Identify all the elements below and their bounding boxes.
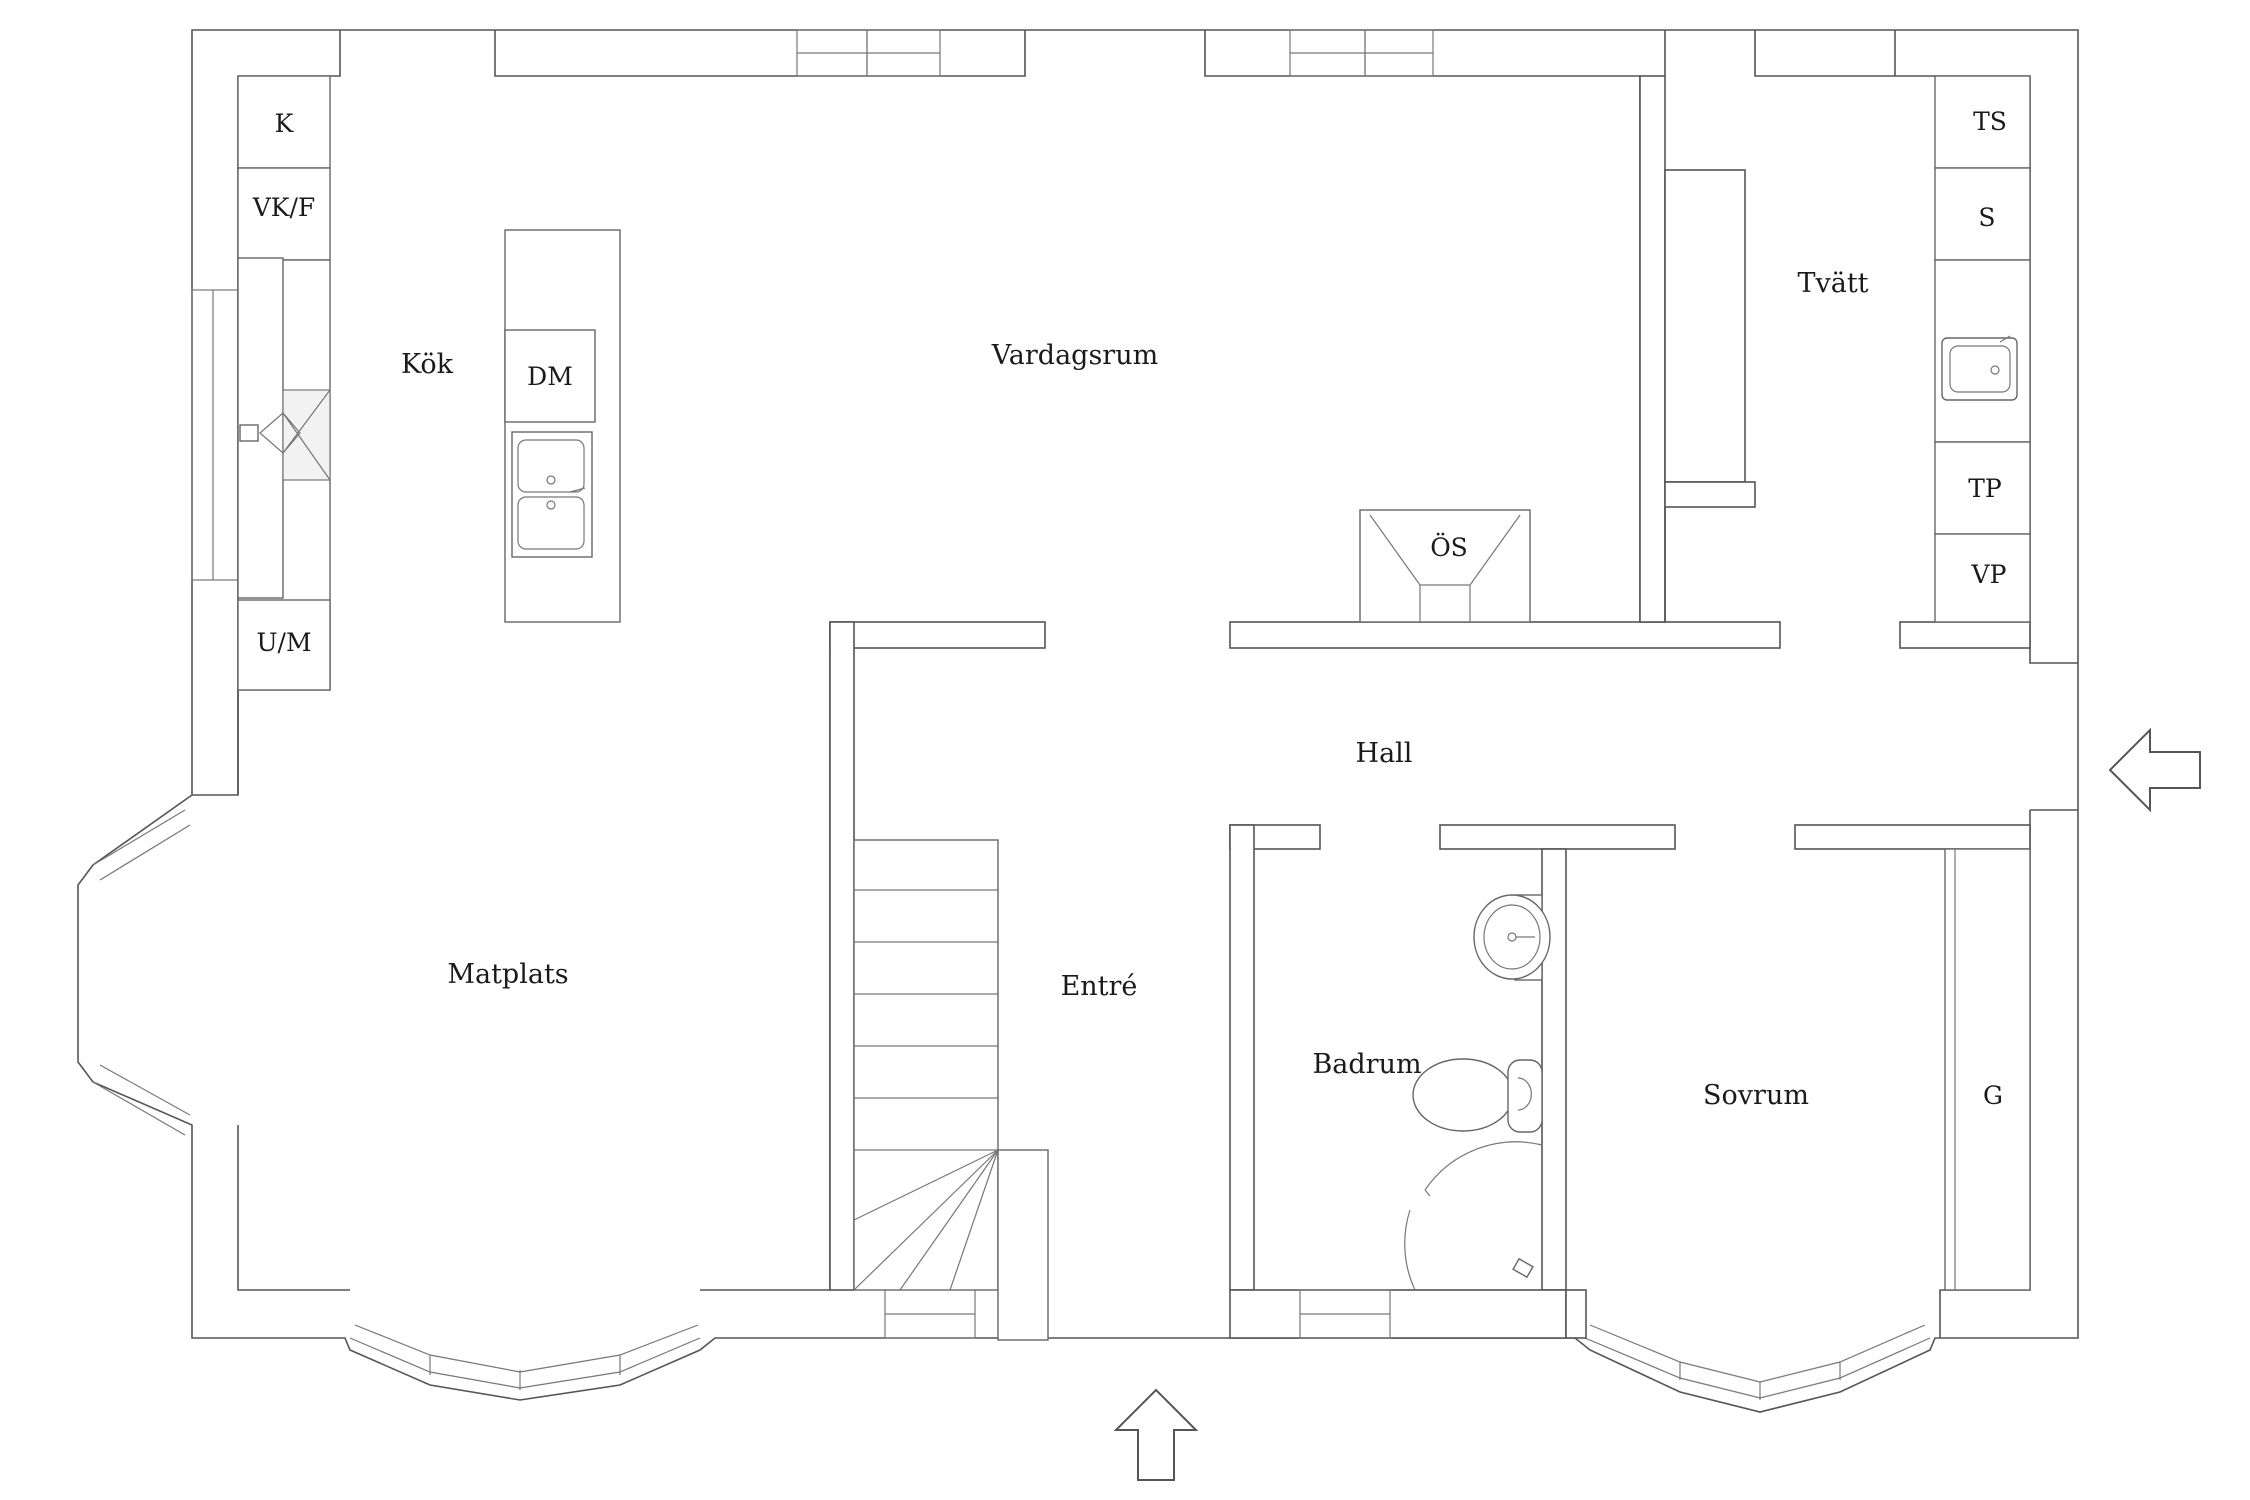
entry-arrow-bottom <box>1113 1388 1199 1481</box>
fixture-label-vkf: VK/F <box>252 193 316 222</box>
laundry-units <box>1934 75 2031 623</box>
room-label-tvatt: Tvätt <box>1797 268 1868 299</box>
counter-k <box>237 75 331 169</box>
washbasin <box>1473 894 1551 980</box>
staircase <box>853 839 1049 1341</box>
room-labels: Kök Vardagsrum Tvätt Hall Matplats Entré… <box>401 268 1869 1111</box>
outer-walls <box>77 29 2079 1413</box>
fixture-label-s: S <box>1978 203 1995 232</box>
fixture-label-ts: TS <box>1973 107 2007 136</box>
fireplace <box>1359 509 1531 623</box>
unit-s <box>1934 167 2031 261</box>
counter-vkf <box>237 167 331 261</box>
double-sink <box>511 431 593 558</box>
room-label-hall: Hall <box>1356 738 1413 769</box>
toilet-bowl <box>1412 1058 1514 1132</box>
dishwasher <box>504 329 596 423</box>
shower-head <box>1512 1257 1534 1279</box>
stove <box>282 389 331 481</box>
bathroom-fixtures <box>1404 894 1551 1291</box>
fixture-label-g: G <box>1983 1081 2003 1110</box>
room-label-vardagsrum: Vardagsrum <box>991 340 1158 371</box>
unit-vp <box>1934 533 2031 623</box>
room-label-entre: Entré <box>1061 971 1138 1002</box>
fixture-label-tp: TP <box>1968 474 2002 503</box>
fixture-label-os: ÖS <box>1430 533 1468 562</box>
fixture-label-k: K <box>275 109 295 138</box>
island <box>504 229 621 623</box>
fixture-label-vp: VP <box>1971 560 2007 589</box>
left-window <box>191 289 239 581</box>
unit-tp <box>1934 441 2031 535</box>
toilet-tank <box>1507 1059 1543 1133</box>
bay-windows <box>92 809 1931 1400</box>
fixture-labels: K VK/F U/M DM ÖS TS S TP VP G <box>252 107 2007 1110</box>
counter-um <box>237 599 331 691</box>
fixture-label-dm: DM <box>527 362 573 391</box>
laundry-sink <box>1941 337 2018 401</box>
entry-arrow-right <box>2108 727 2201 813</box>
outer-wall-outline <box>77 29 2079 1413</box>
kitchen-counters <box>237 75 331 691</box>
kitchen-island <box>504 229 621 623</box>
fixture-label-um: U/M <box>256 628 311 657</box>
room-label-kok: Kök <box>401 349 454 380</box>
room-label-sovrum: Sovrum <box>1703 1080 1809 1111</box>
unit-ts <box>1934 75 2031 169</box>
room-label-badrum: Badrum <box>1312 1049 1421 1080</box>
room-label-matplats: Matplats <box>447 959 568 990</box>
top-windows <box>796 29 1434 77</box>
interior-walls <box>829 75 2031 1339</box>
